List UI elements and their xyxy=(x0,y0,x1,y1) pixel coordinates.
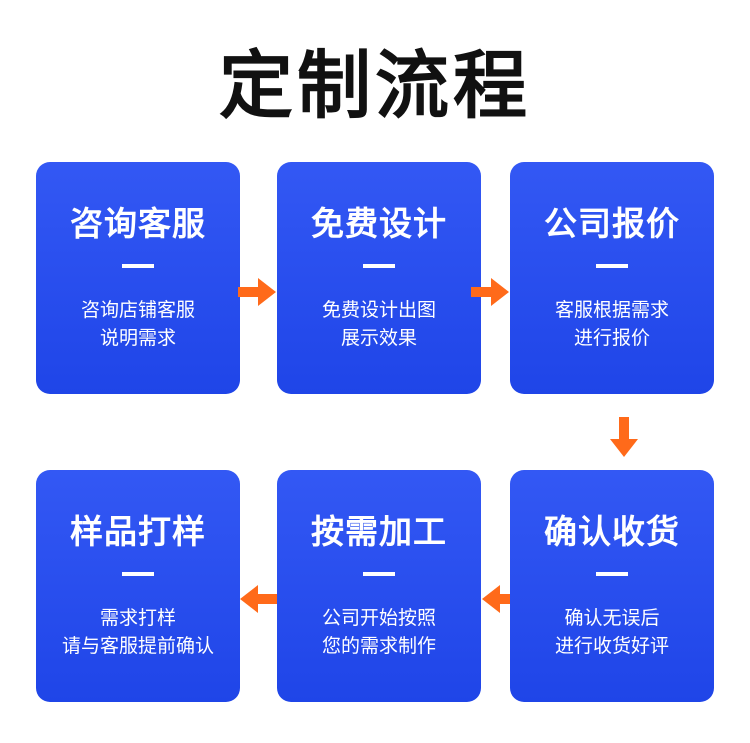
step-title: 免费设计 xyxy=(311,204,447,243)
divider xyxy=(122,572,154,576)
arrow-left-icon xyxy=(240,585,278,613)
step-description: 咨询店铺客服 说明需求 xyxy=(80,299,195,349)
step-description: 免费设计出图 展示效果 xyxy=(321,299,436,349)
step-card-quote: 公司报价 客服根据需求 进行报价 xyxy=(510,162,714,394)
step-card-design: 免费设计 免费设计出图 展示效果 xyxy=(277,162,481,394)
divider xyxy=(122,264,154,268)
step-description: 客服根据需求 进行报价 xyxy=(554,299,669,349)
step-card-receipt: 确认收货 确认无误后 进行收货好评 xyxy=(510,470,714,702)
step-card-consult: 咨询客服 咨询店铺客服 说明需求 xyxy=(36,162,240,394)
divider xyxy=(363,264,395,268)
arrow-left-icon xyxy=(482,585,520,613)
step-description: 公司开始按照 您的需求制作 xyxy=(321,607,436,657)
arrow-down-icon xyxy=(610,417,638,457)
step-title: 咨询客服 xyxy=(70,204,206,243)
arrow-right-icon xyxy=(238,278,276,306)
step-card-production: 按需加工 公司开始按照 您的需求制作 xyxy=(277,470,481,702)
divider xyxy=(363,572,395,576)
step-title: 按需加工 xyxy=(311,512,447,551)
step-card-sample: 样品打样 需求打样 请与客服提前确认 xyxy=(36,470,240,702)
arrow-right-icon xyxy=(471,278,509,306)
step-description: 需求打样 请与客服提前确认 xyxy=(61,607,214,657)
divider xyxy=(596,264,628,268)
step-title: 公司报价 xyxy=(544,204,680,243)
page-title: 定制流程 xyxy=(219,43,531,129)
step-description: 确认无误后 进行收货好评 xyxy=(554,607,669,657)
divider xyxy=(596,572,628,576)
step-title: 样品打样 xyxy=(70,512,206,551)
step-title: 确认收货 xyxy=(544,512,680,551)
